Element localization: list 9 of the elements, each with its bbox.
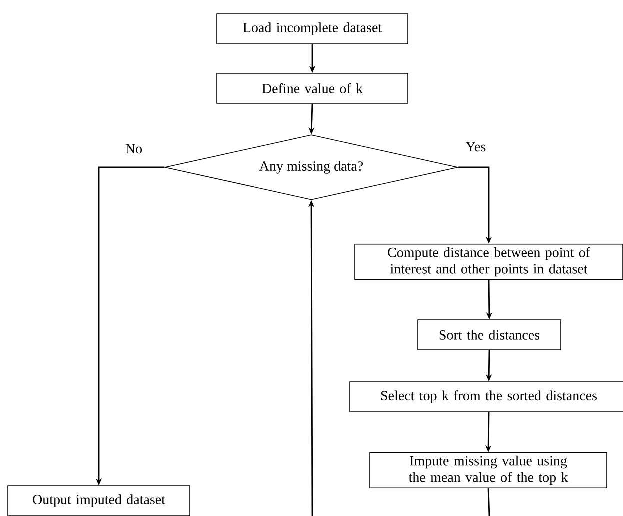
edge-label: Yes [464,141,488,153]
process-box: Impute missing value using the mean value of the top k [370,452,608,488]
process-box: Select top k from the sorted distances [350,382,623,412]
process-box: Define value of k [216,73,408,104]
process-box: Sort the distances [418,320,562,350]
edge-label: No [124,143,144,155]
process-box: Load incomplete dataset [216,14,408,44]
process-box: Compute distance between point of interest and other points in dataset [354,244,623,280]
process-box: Output imputed dataset [8,486,190,516]
